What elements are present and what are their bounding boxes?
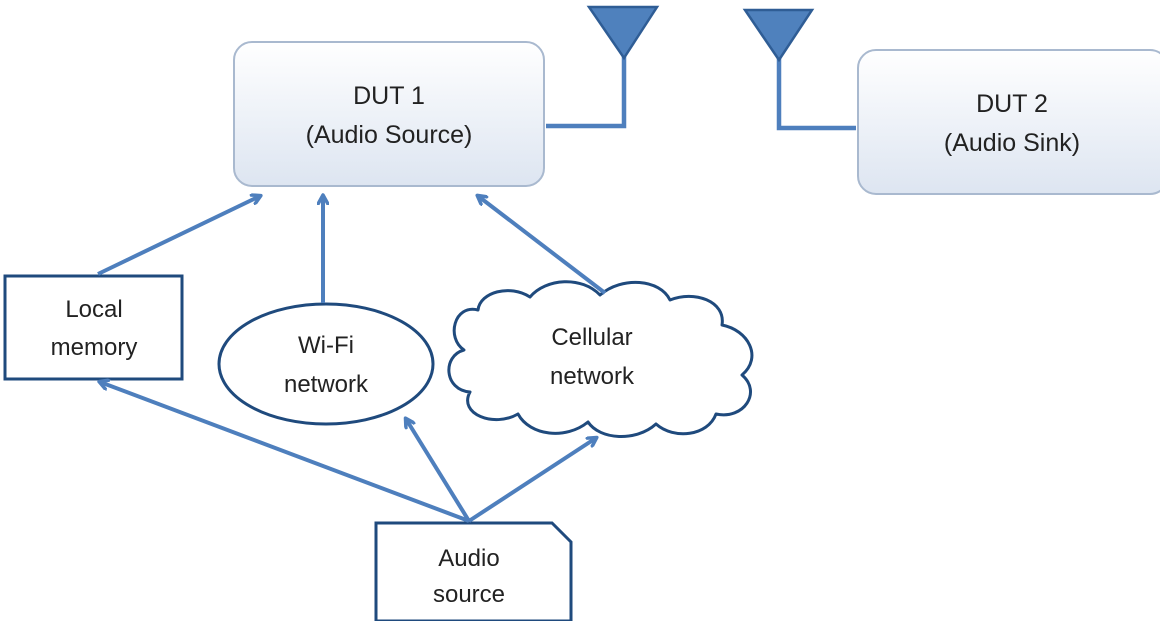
cellular-line1: Cellular: [551, 324, 632, 351]
antenna-right-group: [742, 8, 856, 131]
dut1-title: DUT 1: [353, 82, 425, 110]
dut1-antenna-link: [546, 56, 627, 129]
cellular-cloud-shape: [447, 280, 754, 438]
local-memory-line2: memory: [51, 334, 138, 361]
dut2-node: DUT 2 (Audio Sink): [857, 49, 1160, 195]
local-memory-line1: Local: [65, 296, 122, 323]
wifi-ellipse: [217, 302, 435, 426]
arrow-audio-source-to-wifi: [406, 419, 471, 523]
dut1-node: DUT 1 (Audio Source): [233, 41, 545, 187]
dut2-title: DUT 2: [976, 90, 1048, 118]
dut1-subtitle: (Audio Source): [306, 121, 473, 149]
cellular-network-node: Cellular network: [447, 280, 754, 438]
arrow-audio-source-to-local-memory: [100, 382, 470, 523]
audio-source-line1: Audio: [438, 545, 499, 572]
dut1-box: [233, 41, 545, 187]
arrow-audio-source-to-cellular: [467, 438, 596, 523]
wifi-line2: network: [284, 371, 369, 398]
audio-source-box: [374, 521, 573, 621]
dut2-subtitle: (Audio Sink): [944, 129, 1080, 157]
audio-source-node: Audio source: [374, 521, 573, 621]
wifi-line1: Wi-Fi: [298, 332, 354, 359]
dut2-antenna-link: [776, 56, 856, 131]
cellular-line2: network: [550, 363, 635, 390]
antenna-icon: [586, 5, 660, 61]
local-memory-node: Local memory: [3, 274, 184, 381]
arrow-cellular-to-dut1: [478, 196, 607, 295]
local-memory-box: [3, 274, 184, 381]
arrow-local-memory-to-dut1: [97, 196, 260, 276]
antenna-left-group: [546, 5, 660, 129]
wifi-network-node: Wi-Fi network: [217, 302, 435, 426]
dut2-box: [857, 49, 1160, 195]
audio-source-line2: source: [433, 581, 505, 608]
antenna-icon: [742, 8, 815, 63]
